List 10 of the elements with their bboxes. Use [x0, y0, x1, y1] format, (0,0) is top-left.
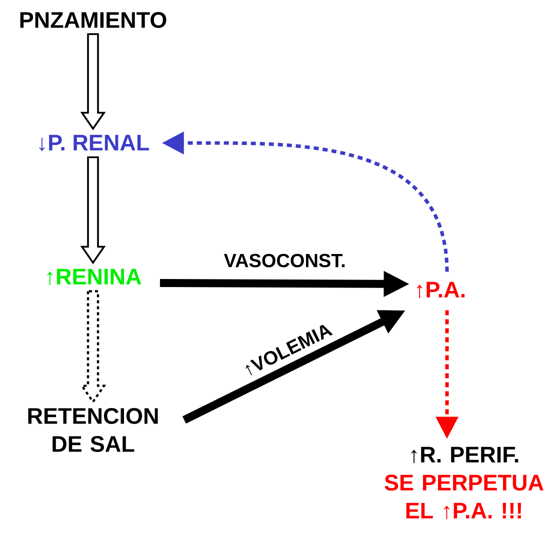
node-label: ↑P.A.: [416, 282, 465, 298]
hollow-arrow: [80, 290, 106, 404]
node-label: PNZAMIENTO: [20, 12, 166, 28]
hollow-arrow: [80, 156, 106, 264]
edge-label: VASOCONST.: [224, 254, 345, 268]
hollow-arrow: [80, 33, 106, 130]
node-label: RETENCION DE SAL: [28, 408, 158, 452]
node-label: ↑R. PERIF. SE PERPETUA EL ↑P.A. !!!: [384, 446, 544, 520]
node-label: ↓P. RENAL: [39, 134, 149, 152]
node-label: ↑RENINA: [47, 268, 142, 286]
